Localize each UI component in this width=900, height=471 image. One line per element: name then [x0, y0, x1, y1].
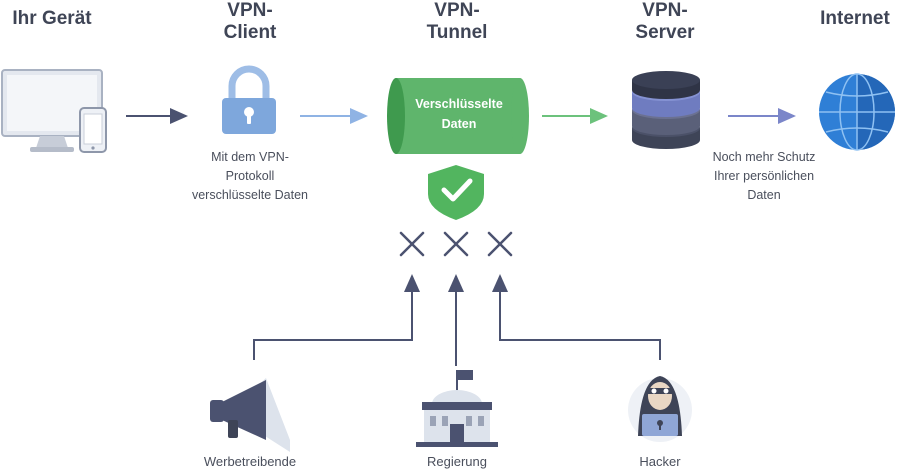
- block-cross-icon: [487, 231, 513, 257]
- threat-label-advertisers: Werbetreibende: [203, 454, 297, 469]
- hacker-icon: [628, 376, 692, 442]
- megaphone-icon: [210, 378, 290, 452]
- threat-label-hacker: Hacker: [639, 454, 681, 469]
- connector-hacker: [492, 274, 661, 360]
- government-building-icon: [416, 370, 498, 447]
- lock-icon: [222, 65, 276, 134]
- vpn-client-caption: Mit dem VPN- Protokoll verschlüsselte Da…: [191, 150, 309, 202]
- vpn-tunnel-title: VPN- Tunnel: [426, 0, 488, 43]
- shield-check-icon: [428, 165, 484, 220]
- globe-icon: [819, 73, 895, 151]
- internet-title: Internet: [820, 8, 890, 29]
- vpn-server-caption: Noch mehr Schutz Ihrer persönlichen Date…: [712, 150, 816, 202]
- block-cross-icon: [399, 231, 425, 257]
- threat-label-government: Regierung: [427, 454, 487, 469]
- vpn-client-title: VPN- Client: [223, 0, 277, 43]
- device-icon: [1, 69, 107, 153]
- connector-advertisers: [253, 274, 420, 360]
- block-cross-icon: [443, 231, 469, 257]
- tunnel-label: Verschlüsselte Daten: [415, 97, 503, 131]
- vpn-server-title: VPN- Server: [635, 0, 695, 43]
- server-stack-icon: [632, 71, 700, 149]
- tunnel-cylinder: [387, 78, 529, 154]
- device-title: Ihr Gerät: [12, 8, 92, 29]
